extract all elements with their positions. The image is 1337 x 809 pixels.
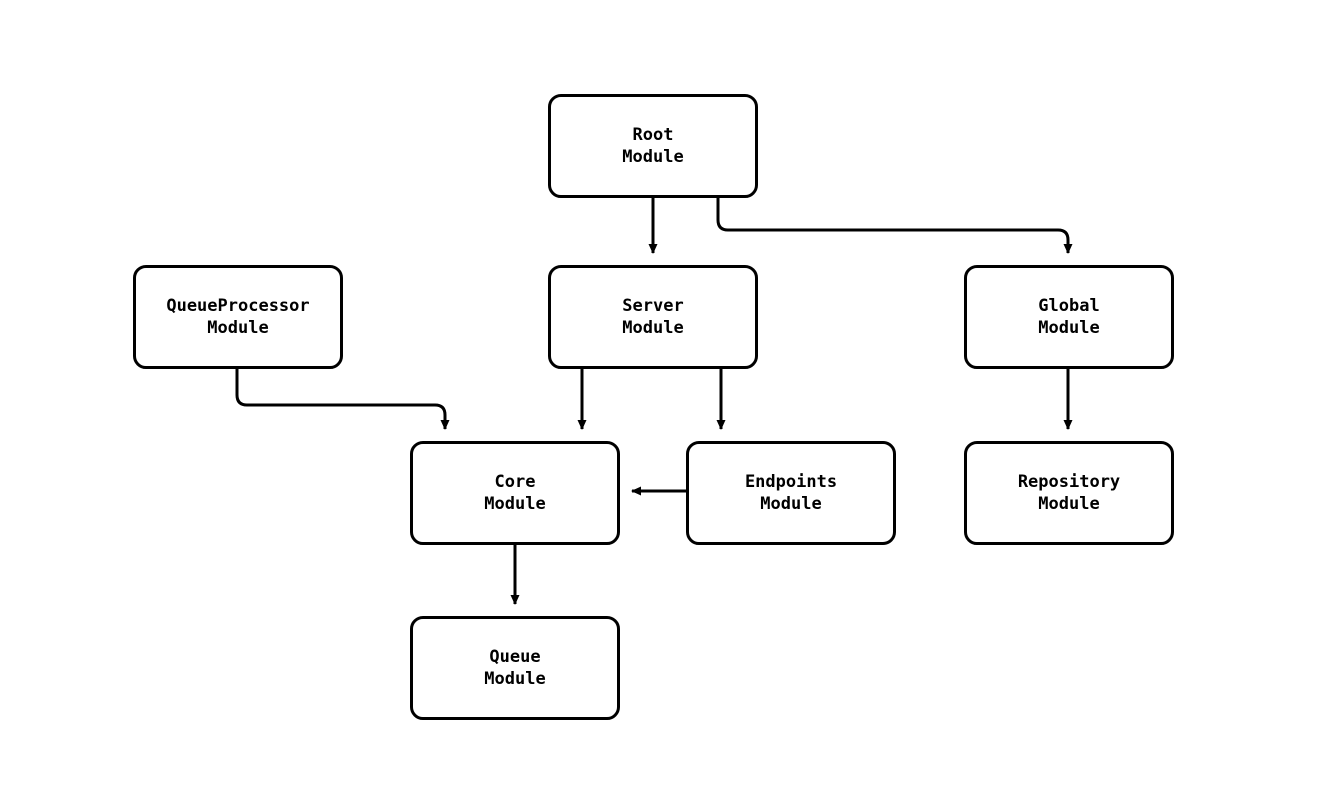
node-label-line-1: Server xyxy=(622,296,684,316)
node-label-line-2: Module xyxy=(622,318,684,338)
node-endpoints-module[interactable]: Endpoints Module xyxy=(686,441,896,545)
edge-root-to-global xyxy=(716,198,1073,254)
node-global-module[interactable]: Global Module xyxy=(964,265,1174,369)
node-queue-module[interactable]: Queue Module xyxy=(410,616,620,720)
node-label-line-2: Module xyxy=(760,494,822,514)
node-label-line-1: Global xyxy=(1038,296,1100,316)
edge-queueprocessor-to-core xyxy=(235,369,450,430)
node-label-line-1: Core xyxy=(494,472,536,492)
node-label-line-1: QueueProcessor xyxy=(166,296,310,316)
node-core-module[interactable]: Core Module xyxy=(410,441,620,545)
node-label-line-2: Module xyxy=(484,494,546,514)
node-server-module[interactable]: Server Module xyxy=(548,265,758,369)
node-label-line-1: Endpoints xyxy=(744,472,838,492)
node-label-line-1: Repository xyxy=(1017,472,1121,492)
node-label-line-2: Module xyxy=(484,669,546,689)
node-queueprocessor-module[interactable]: QueueProcessor Module xyxy=(133,265,343,369)
node-label-line-2: Module xyxy=(622,147,684,167)
node-label-line-2: Module xyxy=(1038,494,1100,514)
node-label-line-2: Module xyxy=(207,318,269,338)
node-label-line-1: Queue xyxy=(489,647,541,667)
node-root-module[interactable]: Root Module xyxy=(548,94,758,198)
node-repository-module[interactable]: Repository Module xyxy=(964,441,1174,545)
node-label-line-1: Root xyxy=(632,125,674,145)
node-label-line-2: Module xyxy=(1038,318,1100,338)
